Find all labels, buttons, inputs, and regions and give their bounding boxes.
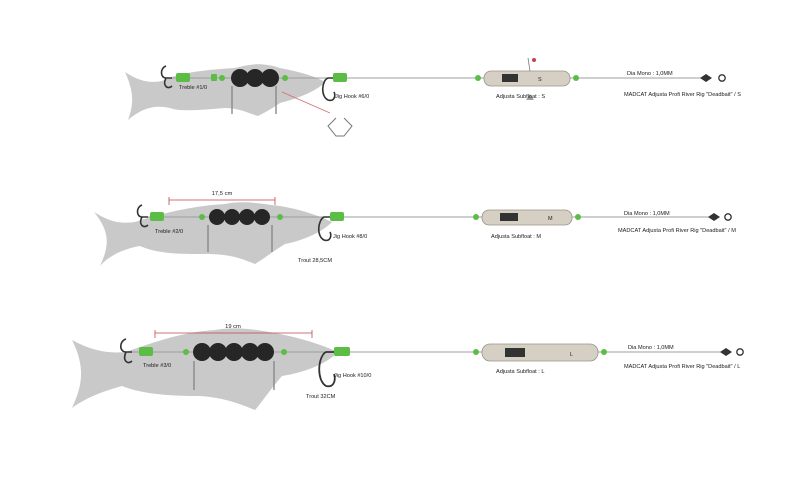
bait-needle-icon [327,117,353,137]
fish-silhouette [72,328,338,410]
treble-hook-icon [136,204,148,218]
treble-hook-icon-b [139,216,149,228]
bead [199,214,205,220]
antenna [527,57,531,72]
bead [209,209,225,225]
float-weight [526,94,534,100]
rig-name-label: MADCAT Adjusta Profi River Rig "Deadbait… [624,364,740,370]
dropper-line [281,91,331,114]
bead [254,209,270,225]
float-logo [502,74,518,82]
sleeve [139,347,153,356]
float-size-mark: M [548,216,553,222]
bead [277,214,283,220]
float-body [481,343,599,362]
jig-hook-icon [317,216,332,242]
bead [601,349,607,355]
trout-label: Trout 28,5CM [298,258,332,264]
jig-hook-label: Jig Hook #6/0 [335,94,369,100]
treble-hook-icon-b [123,351,133,364]
bead [219,75,225,81]
rig-s: S Treble #1/0 Jig Hook #6/0 Adjusta Subf… [125,57,741,137]
bead [573,75,579,81]
snap-ring-icon [718,74,726,82]
treble-label: Treble #3/0 [143,363,171,369]
bead [261,69,279,87]
float-body [481,209,573,226]
snap-ring-icon [724,213,732,221]
mono-label: Dia Mono : 1,0MM [624,211,670,217]
sleeve [334,347,350,356]
float-logo [505,348,525,357]
float-label: Adjusta Subfloat : L [496,369,545,375]
sleeve [176,73,190,82]
treble-label: Treble #2/0 [155,229,183,235]
antenna-tip [532,58,536,62]
sleeve [150,212,164,221]
sleeve [333,73,347,82]
float-body [483,70,571,87]
float-size-mark: L [570,352,573,358]
bead [256,343,274,361]
rig-m: 17,5 cm M Treble #2/0 Jig Hook #8/0 Trou… [94,191,736,266]
float-label: Adjusta Subfloat : M [491,234,541,240]
bead [281,349,287,355]
jig-hook-label: Jig Hook #8/0 [333,234,367,240]
sleeve [330,212,344,221]
rig-name-label: MADCAT Adjusta Profi River Rig "Deadbait… [624,92,741,98]
bead [183,349,189,355]
bead [246,69,264,87]
bead [575,214,581,220]
bead [473,349,479,355]
mono-label: Dia Mono : 1,0MM [628,345,674,351]
treble-label: Treble #1/0 [179,85,207,91]
bead [209,343,227,361]
bead [193,343,211,361]
bead [475,75,481,81]
bead [239,209,255,225]
swivel-icon [700,74,712,82]
treble-hook-icon [160,65,172,79]
bead [231,69,249,87]
jig-hook-label: Jig Hook #10/0 [334,373,371,379]
bead [224,209,240,225]
mono-label: Dia Mono : 1,0MM [627,71,673,77]
bead [225,343,243,361]
treble-hook-icon-b [163,77,173,89]
swivel-icon [720,348,732,356]
snap-ring-icon [736,348,744,356]
rig-name-label: MADCAT Adjusta Profi River Rig "Deadbait… [618,228,736,234]
jig-hook-icon [321,77,336,102]
dimension-label: 17,5 cm [212,191,233,197]
rig-l: 19 cm L Treble #3/0 Jig Hook #10/0 Trout… [72,324,744,410]
treble-hook-icon [119,338,132,353]
swivel-icon [708,213,720,221]
float-size-mark: S [538,77,542,83]
bead [282,75,288,81]
fish-silhouette [125,64,325,120]
jig-hook-icon [318,351,336,388]
float-logo [500,213,518,221]
sleeve [211,74,217,81]
bead [473,214,479,220]
dimension-label: 19 cm [225,324,241,330]
bead [241,343,259,361]
trout-label: Trout 32CM [306,394,336,400]
float-label: Adjusta Subfloat : S [496,94,545,100]
